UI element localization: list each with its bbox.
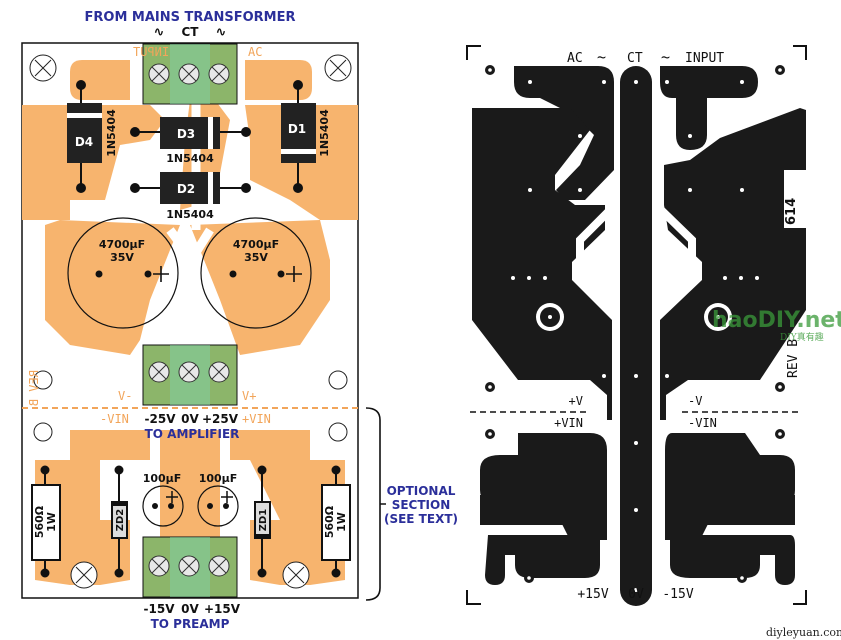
watermark-logo-sub: DIY真有趣 (780, 331, 824, 343)
pcb-pads (511, 80, 759, 592)
main-capacitors (67, 217, 312, 329)
label-zd1: ZD1 (258, 509, 269, 532)
optional-note-line2: SECTION (392, 498, 451, 512)
small-cap2-value: 100µF (199, 472, 238, 485)
r1-value: 560Ω (33, 505, 46, 538)
amplifier-terminal-block (142, 344, 238, 406)
pcb-label-input: INPUT (685, 51, 724, 66)
title-from-mains: FROM MAINS TRANSFORMER (85, 10, 296, 25)
diode-d1 (281, 103, 316, 163)
pcb-label-0v: 0V (628, 587, 644, 602)
part-d1: 1N5404 (318, 109, 331, 157)
terminal-label-ac1: ∿ (154, 25, 165, 40)
pcb-pattern (466, 45, 807, 606)
label-d3: D3 (177, 127, 195, 141)
optional-bracket (365, 407, 386, 601)
silk-v-plus: V+ (242, 389, 256, 403)
pcb-label-v-plus: +V (569, 394, 583, 408)
pcb-label-v-minus: -V (688, 394, 702, 408)
label-d4: D4 (75, 135, 93, 149)
label-d1: D1 (288, 122, 306, 136)
cap2-voltage: 35V (244, 251, 268, 264)
preamp-label-pos: +15V (204, 602, 241, 616)
cap1-value: 4700µF (99, 238, 145, 251)
r1-power: 1W (45, 512, 58, 532)
silk-vin-minus: -VIN (100, 412, 129, 426)
part-d3: 1N5404 (166, 152, 214, 165)
terminal-label-ac2: ∿ (216, 25, 227, 40)
silk-ac: AC (248, 45, 262, 59)
mounting-holes (536, 303, 732, 331)
silk-input: INPUT (133, 45, 169, 59)
pcb-board-code: 614 (784, 198, 799, 225)
amp-label-pos: +25V (202, 412, 239, 426)
r2-value: 560Ω (323, 505, 336, 538)
small-cap1-value: 100µF (143, 472, 182, 485)
preamp-label-neg: -15V (144, 602, 176, 616)
preamp-label-0v: 0V (181, 602, 199, 616)
diode-d3 (160, 117, 220, 149)
cap1-voltage: 35V (110, 251, 134, 264)
pcb-tilde-right: ~ (661, 48, 670, 66)
copper-tracks (472, 66, 806, 606)
caption-to-preamp: TO PREAMP (151, 617, 230, 631)
pcb-tilde-left: ~ (597, 48, 606, 66)
diode-d2 (160, 172, 220, 204)
watermark-site: diyleyuan.com (766, 626, 841, 639)
terminal-label-ct: CT (182, 25, 200, 39)
pcb-label-vin-minus: -VIN (688, 416, 717, 430)
pcb-label-vin-plus: +VIN (554, 416, 583, 430)
small-capacitors (142, 485, 239, 527)
label-zd2: ZD2 (115, 509, 126, 532)
input-terminal-block (142, 43, 238, 105)
r2-power: 1W (335, 512, 348, 532)
amp-label-0v: 0V (181, 412, 199, 426)
watermark-logo: haoDIY.net (712, 308, 841, 333)
pcb-label-ac: AC (567, 51, 583, 66)
optional-note-line3: (SEE TEXT) (384, 512, 458, 526)
resistors (31, 465, 351, 578)
caption-to-amplifier: TO AMPLIFIER (145, 427, 240, 441)
silk-v-minus: V- (118, 389, 132, 403)
cap2-value: 4700µF (233, 238, 279, 251)
part-d2: 1N5404 (166, 208, 214, 221)
mounting-screws (29, 54, 352, 589)
pcb-label-ct: CT (627, 51, 643, 66)
crop-marks (466, 45, 807, 605)
amp-label-neg: -25V (145, 412, 177, 426)
pcb-label-minus15: -15V (662, 587, 693, 602)
silk-vin-plus: +VIN (242, 412, 271, 426)
preamp-terminal-block (142, 536, 238, 598)
label-d2: D2 (177, 182, 195, 196)
component-overlay-board (21, 42, 386, 601)
part-d4: 1N5404 (105, 109, 118, 157)
pcb-label-plus15: +15V (577, 587, 608, 602)
silk-rev: REV B (27, 370, 41, 406)
pcb-revision: REV B (786, 339, 801, 378)
optional-note-line1: OPTIONAL (387, 484, 456, 498)
diode-d4 (67, 103, 102, 163)
